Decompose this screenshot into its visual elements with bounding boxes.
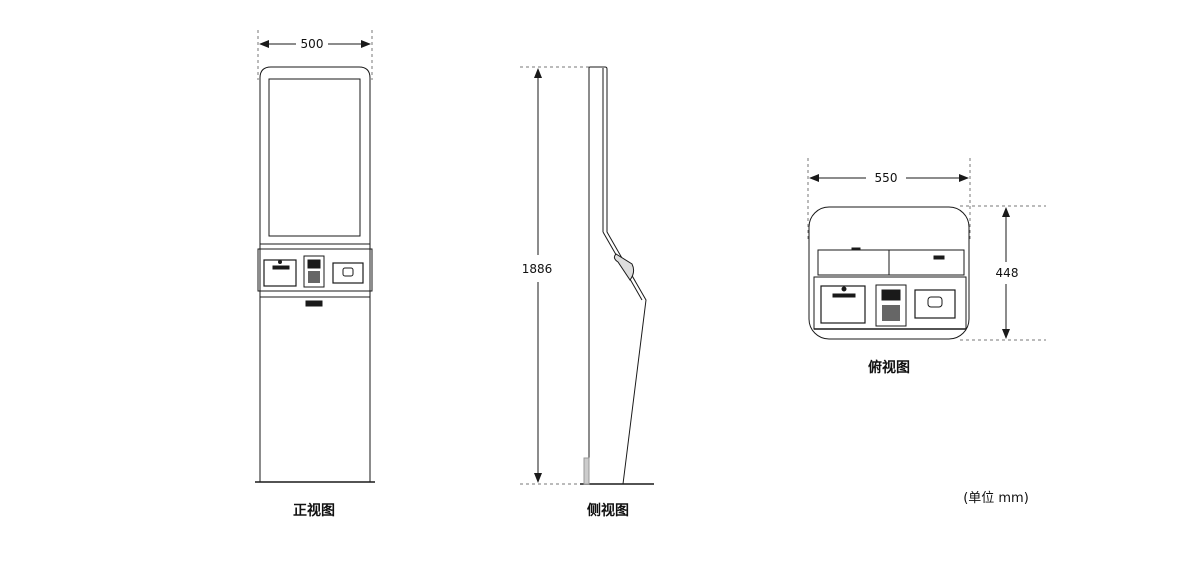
top-card-reader [914, 289, 956, 319]
front-card-reader [332, 262, 364, 284]
top-back-panel [817, 249, 965, 276]
front-bill-slot [305, 300, 323, 307]
front-pinpad [303, 255, 325, 288]
front-view [255, 30, 375, 483]
front-view-label: 正视图 [293, 502, 335, 519]
top-pinpad-screen [881, 289, 901, 301]
front-screen [268, 78, 361, 237]
front-pinpad-screen [307, 259, 321, 269]
side-view-label: 侧视图 [587, 502, 629, 519]
side-pinpad-hood [613, 253, 635, 281]
top-back-clip-2 [933, 255, 945, 260]
top-body-outline [808, 206, 970, 340]
unit-note: (单位 mm) [963, 491, 1029, 506]
top-view [807, 158, 1046, 341]
side-foot [583, 457, 590, 485]
side-height-dim-text: 1886 [522, 262, 553, 276]
front-printer-mouth [272, 265, 290, 270]
top-card-reader-icon [927, 296, 943, 308]
top-depth-dim-text: 448 [996, 266, 1019, 280]
top-printer-dot [841, 286, 847, 292]
front-control-panel [257, 248, 373, 292]
top-pinpad [875, 284, 907, 327]
top-view-label: 俯视图 [868, 359, 910, 376]
top-printer [820, 285, 866, 324]
side-view [520, 66, 654, 485]
front-body-outline [259, 66, 371, 482]
top-back-clip-1 [851, 247, 861, 251]
front-width-dim-text: 500 [301, 37, 324, 51]
front-printer-dot [278, 260, 282, 264]
top-pinpad-keys [882, 305, 900, 321]
top-printer-mouth [832, 293, 856, 298]
front-card-reader-icon [342, 267, 354, 277]
side-profile-back [588, 66, 647, 485]
front-pinpad-keys [308, 271, 320, 283]
top-width-dim-text: 550 [875, 171, 898, 185]
